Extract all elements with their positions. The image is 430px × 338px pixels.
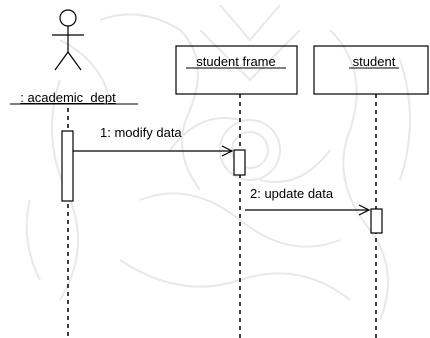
object-box-student-frame[interactable]	[175, 45, 298, 95]
activation-actor	[61, 130, 74, 202]
object-label-student: student	[353, 54, 396, 69]
activation-student-frame	[233, 149, 246, 176]
object-label-student-frame: student frame	[196, 54, 276, 69]
activation-student	[370, 208, 383, 234]
message-arrowhead-1	[221, 145, 234, 157]
watermark-seal	[25, 4, 411, 321]
message-arrowhead-2	[358, 204, 371, 216]
object-box-student[interactable]	[313, 45, 429, 95]
message-label-1: 1: modify data	[100, 125, 182, 140]
actor-icon	[52, 9, 84, 71]
message-label-2: 2: update data	[250, 186, 334, 201]
actor-label: : academic_dept	[20, 90, 116, 105]
